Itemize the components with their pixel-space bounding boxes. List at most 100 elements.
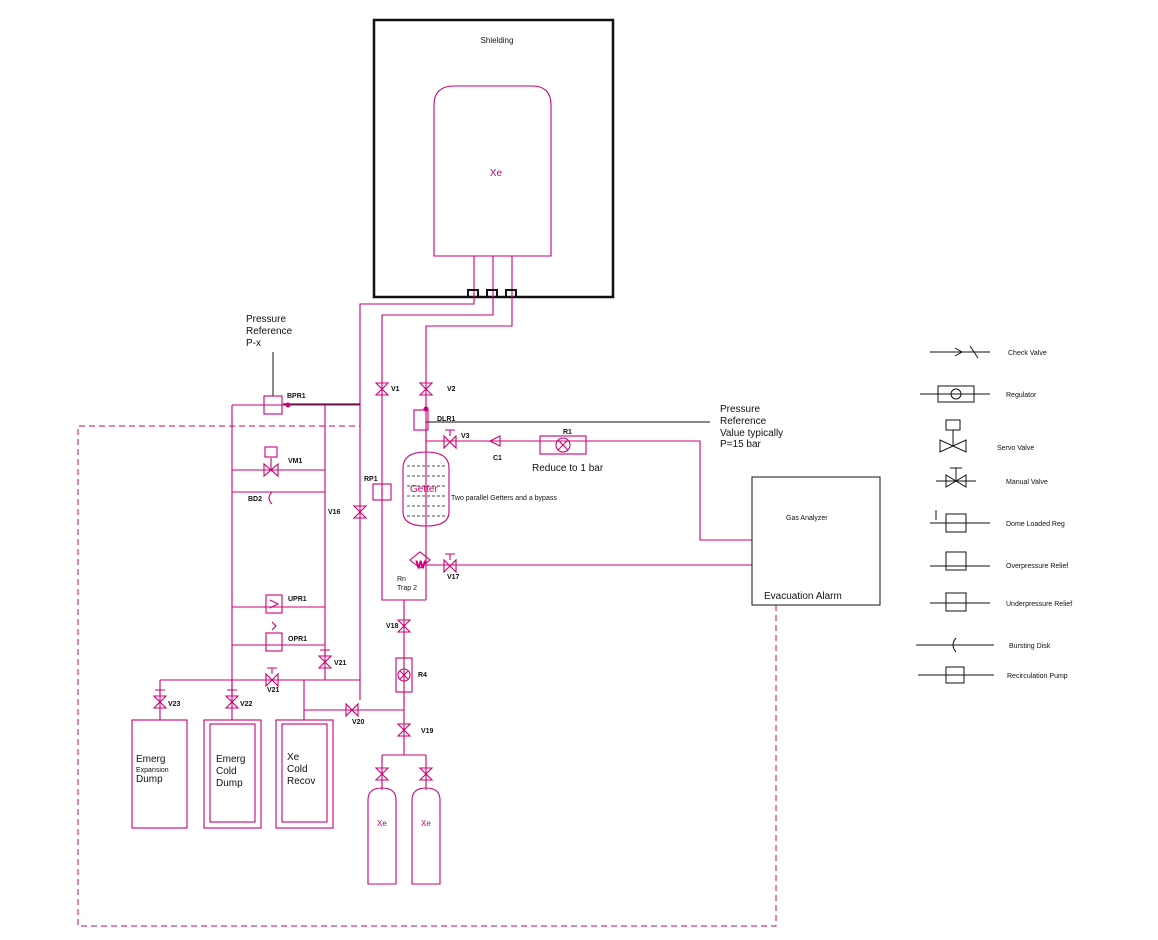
rn-trap-label-2: Trap 2 [397, 585, 417, 592]
svg-text:DLR1: DLR1 [437, 416, 455, 423]
component-labels: V1 V2 BPR1 DLR1 V3 C1 R1 VM1 RP1 BD2 V16… [168, 386, 572, 735]
xe-vessel [433, 85, 552, 257]
pressure-ref-right: Pressure Reference Value typically P=15 … [720, 404, 783, 450]
svg-text:Xe: Xe [287, 752, 300, 763]
legend-pump-icon [918, 666, 994, 684]
svg-text:R4: R4 [418, 672, 427, 679]
bpr1-box [263, 395, 283, 415]
dump-cold [203, 719, 262, 829]
svg-text:Reference: Reference [246, 326, 293, 337]
svg-text:V17: V17 [447, 574, 460, 581]
alarm-dashed-loop [77, 425, 777, 927]
penetration-marks [467, 289, 517, 297]
valve-v18 [396, 619, 412, 633]
r1-box [539, 435, 587, 455]
svg-text:V2: V2 [447, 386, 456, 393]
svg-text:Dump: Dump [216, 778, 243, 789]
legend-check-icon [930, 345, 990, 359]
svg-text:Underpressure Relief: Underpressure Relief [1006, 601, 1072, 608]
legend-overpressure-icon [930, 551, 990, 571]
xe-bottle-right [411, 787, 441, 885]
svg-text:V19: V19 [421, 728, 434, 735]
svg-text:Regulator: Regulator [1006, 392, 1037, 399]
svg-text:Dome Loaded Reg: Dome Loaded Reg [1006, 521, 1065, 528]
svg-text:Bursting Disk: Bursting Disk [1009, 643, 1051, 650]
svg-text:Overpressure Relief: Overpressure Relief [1006, 563, 1068, 570]
svg-text:Xe: Xe [421, 819, 431, 828]
valve-v17 [443, 558, 457, 574]
valve-symbols [152, 382, 457, 781]
svg-text:Manual Valve: Manual Valve [1006, 479, 1048, 486]
valve-v23 [152, 695, 168, 709]
svg-text:V22: V22 [240, 701, 253, 708]
svg-text:Getter: Getter [410, 484, 438, 495]
svg-text:Recirculation Pump: Recirculation Pump [1007, 673, 1068, 680]
svg-text:Servo Valve: Servo Valve [997, 445, 1034, 452]
svg-text:VM1: VM1 [288, 458, 303, 465]
svg-text:V1: V1 [391, 386, 400, 393]
valve-v21-vert [317, 655, 333, 669]
rn-trap-box [409, 551, 431, 569]
svg-text:V20: V20 [352, 719, 365, 726]
rp1-box [372, 483, 392, 501]
svg-text:BD2: BD2 [248, 496, 262, 503]
svg-text:V3: V3 [461, 433, 470, 440]
legend-bursting-icon [916, 637, 994, 653]
evacuation-alarm-label: Evacuation Alarm [764, 591, 842, 602]
svg-text:V21: V21 [334, 660, 347, 667]
svg-text:UPR1: UPR1 [288, 596, 307, 603]
legend-regulator-icon [920, 385, 990, 403]
svg-text:V18: V18 [386, 623, 399, 630]
svg-text:Xe: Xe [377, 819, 387, 828]
svg-text:V21: V21 [267, 687, 280, 694]
svg-text:Cold: Cold [287, 764, 308, 775]
check-c1 [488, 435, 501, 447]
valve-v21-horiz [265, 672, 279, 688]
svg-text:P=15 bar: P=15 bar [720, 439, 762, 450]
legend-underpressure-icon [930, 592, 990, 612]
valve-v20 [345, 702, 359, 718]
valve-v1 [374, 382, 390, 396]
valve-v19 [396, 723, 412, 737]
rn-trap-label-1: Rn [397, 576, 406, 583]
legend-labels: Check Valve Regulator Servo Valve Manual… [997, 350, 1072, 680]
xe-vessel-label: Xe [490, 168, 503, 179]
dlr1-box [413, 409, 429, 431]
svg-text:W: W [416, 560, 426, 571]
upr1-box [265, 594, 283, 614]
svg-text:R1: R1 [563, 429, 572, 436]
valve-bottle-left [374, 767, 390, 781]
legend [916, 345, 994, 684]
svg-text:Expansion: Expansion [136, 767, 169, 774]
valve-v2 [418, 382, 434, 396]
opr1-box [265, 632, 283, 652]
svg-text:Emerg: Emerg [216, 754, 245, 765]
svg-text:Dump: Dump [136, 774, 163, 785]
svg-text:Emerg: Emerg [136, 754, 165, 765]
svg-text:Pressure: Pressure [246, 314, 286, 325]
legend-dome-icon [930, 510, 990, 533]
svg-text:BPR1: BPR1 [287, 393, 306, 400]
svg-text:Pressure: Pressure [720, 404, 760, 415]
xe-bottle-left [367, 787, 397, 885]
getter-note: Two parallel Getters and a bypass [451, 495, 557, 502]
gas-analyzer-label: Gas Analyzer [786, 515, 828, 522]
valve-v3 [443, 434, 457, 450]
valve-vm1 [263, 462, 279, 478]
svg-text:C1: C1 [493, 455, 502, 462]
svg-text:Check Valve: Check Valve [1008, 350, 1047, 357]
process-piping [159, 297, 752, 790]
svg-text:P-x: P-x [246, 338, 261, 349]
svg-text:OPR1: OPR1 [288, 636, 307, 643]
svg-text:Value typically: Value typically [720, 428, 783, 439]
reduce-note: Reduce to 1 bar [532, 463, 604, 474]
svg-text:V16: V16 [328, 509, 341, 516]
legend-servo-icon [939, 419, 967, 453]
dump-expansion [131, 719, 188, 829]
components: W [263, 395, 587, 704]
bd2-disk [268, 491, 273, 505]
getter: Getter Two parallel Getters and a bypass [402, 451, 557, 527]
pressure-reference-lines [272, 352, 710, 423]
svg-text:RP1: RP1 [364, 476, 378, 483]
